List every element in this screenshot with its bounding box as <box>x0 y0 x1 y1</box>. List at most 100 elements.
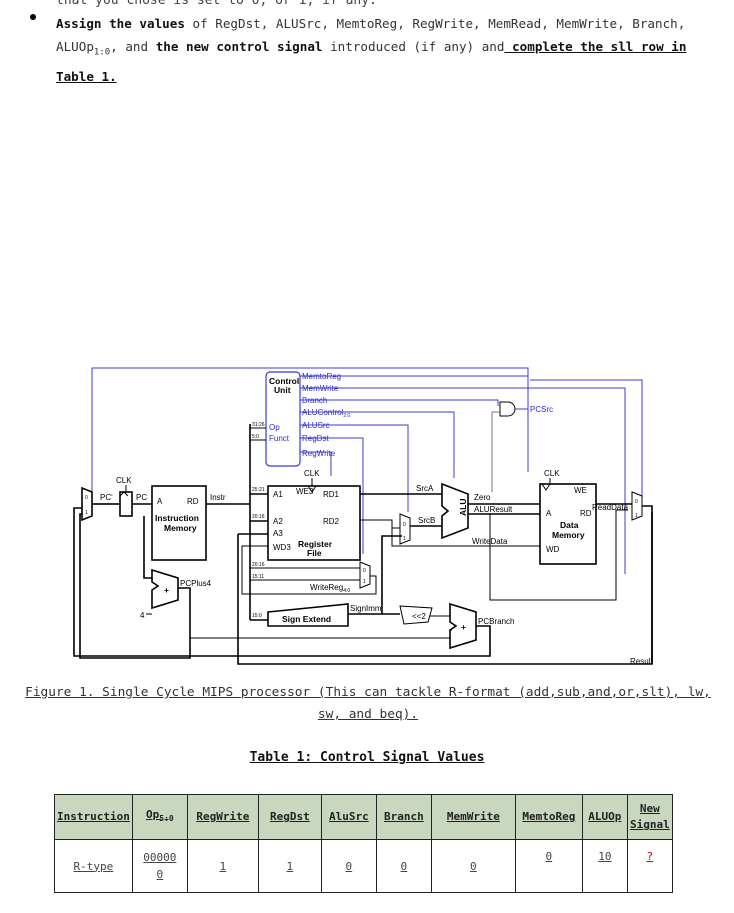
wr-mux-in0: 0 <box>363 568 366 574</box>
bits-15-11: 15:11 <box>252 574 264 580</box>
res-mux-in0: 0 <box>635 499 638 505</box>
control-unit-label-1: Control <box>269 376 299 386</box>
pcbranch-label: PCBranch <box>478 617 514 626</box>
th-op-sub: 5:0 <box>159 814 174 824</box>
im-rd: RD <box>187 497 199 506</box>
aluresult-label: ALUResult <box>474 505 513 514</box>
figure-caption: Figure 1. Single Cycle MIPS processor (T… <box>25 685 711 722</box>
th-alusrc: AluSrc <box>320 794 377 840</box>
dm-wd: WD <box>546 545 560 554</box>
register-file <box>267 485 361 561</box>
cell-new-signal: ? <box>626 839 673 893</box>
cell-op-line1: 00000 <box>143 851 177 864</box>
cell-alusrc-text: 0 <box>345 859 353 873</box>
table-title-text: Table 1: Control Signal Values <box>249 750 485 765</box>
th-branch: Branch <box>375 794 432 840</box>
srcb-mux-in1: 1 <box>403 536 406 542</box>
pcprime-label: PC' <box>100 493 113 502</box>
branch-adder-plus: + <box>461 622 466 632</box>
im-label-1: Instruction <box>155 513 199 523</box>
rf-rd1: RD1 <box>323 490 340 499</box>
alu-label: ALU <box>458 499 468 516</box>
th-aluop: ALUOp <box>581 794 628 840</box>
cell-regdst: 1 <box>257 839 322 893</box>
bits-15-0: 15:0 <box>252 613 262 619</box>
instr-part4: the new control signal <box>155 39 323 54</box>
control-unit <box>265 371 301 467</box>
cell-regwrite-text: 1 <box>219 859 227 873</box>
dm-label-1: Data <box>560 520 579 530</box>
pcplus4-label: PCPlus4 <box>180 579 212 588</box>
table-title: Table 1: Control Signal Values <box>0 750 734 765</box>
cell-regwrite: 1 <box>186 839 259 893</box>
funct-label: Funct <box>269 434 290 443</box>
writereg-text: WriteReg <box>310 583 343 592</box>
pc-adder <box>151 568 179 610</box>
clk-pc: CLK <box>116 476 132 485</box>
cell-alusrc: 0 <box>320 839 377 893</box>
im-label-2: Memory <box>164 523 197 533</box>
bits-31-26: 31:26 <box>252 422 265 428</box>
pc-label: PC <box>136 493 147 502</box>
bits-25-21: 25:21 <box>252 487 265 493</box>
dm-label-2: Memory <box>552 530 585 540</box>
regwrite-label: RegWrite <box>302 449 336 458</box>
alu-block <box>441 482 469 540</box>
intro-fragment: that you chose is set to 0, or 1, if any… <box>56 0 377 8</box>
cell-memwrite-text: 0 <box>470 859 477 873</box>
th-op: Op5:0 <box>131 794 188 840</box>
control-signal-table: Instruction Op5:0 RegWrite RegDst AluSrc… <box>54 794 673 893</box>
th-new-signal: New Signal <box>626 794 673 840</box>
sign-extend-label: Sign Extend <box>282 614 331 624</box>
rf-wd3: WD3 <box>273 543 291 552</box>
cell-regdst-text: 1 <box>286 859 294 873</box>
cell-instruction: R-type <box>54 839 133 893</box>
instr-part1: Assign the values <box>56 16 185 31</box>
pc-mux-in0: 0 <box>85 495 88 501</box>
instruction-paragraph: Assign the values of RegDst, ALUSrc, Mem… <box>56 12 726 88</box>
th-memwrite: MemWrite <box>430 794 516 840</box>
cell-memtoreg: 0 <box>514 839 583 893</box>
cell-op-line2: 0 <box>156 868 164 881</box>
srcb-label: SrcB <box>418 516 435 525</box>
cell-branch: 0 <box>375 839 432 893</box>
four-label: 4 <box>140 611 145 620</box>
data-memory <box>539 483 597 565</box>
dm-a: A <box>546 509 552 518</box>
dm-rd: RD <box>580 509 592 518</box>
clk-dm: CLK <box>544 469 560 478</box>
alucontrol-label: ALUControl2:0 <box>302 408 351 419</box>
cell-branch-text: 0 <box>400 859 408 873</box>
instr-part6: complete the sll row in Table 1. <box>56 39 687 84</box>
rf-a2: A2 <box>273 517 283 526</box>
th-op-text: Op <box>146 807 160 821</box>
branch-adder <box>449 602 477 650</box>
pcsrc-label: PCSrc <box>530 405 553 414</box>
srca-label: SrcA <box>416 484 434 493</box>
rf-a3: A3 <box>273 529 283 538</box>
rf-label-1: Register <box>298 539 333 549</box>
instr-part3: , and <box>110 39 156 54</box>
readdata-label: ReadData <box>592 503 629 512</box>
rf-a1: A1 <box>273 490 283 499</box>
th-instruction: Instruction <box>54 794 133 840</box>
table-header-row: Instruction Op5:0 RegWrite RegDst AluSrc… <box>54 794 673 840</box>
alucontrol-sub: 2:0 <box>343 413 350 419</box>
writereg-label: WriteReg4:0 <box>310 583 350 594</box>
bullet-icon <box>30 14 36 20</box>
dm-we: WE <box>574 486 587 495</box>
cell-memwrite: 0 <box>430 839 516 893</box>
th-memtoreg: MemtoReg <box>514 794 583 840</box>
cell-new-signal-text: ? <box>646 850 654 863</box>
cell-aluop: 10 <box>581 839 628 893</box>
pc-adder-plus: + <box>164 585 169 595</box>
rf-we3: WE3 <box>296 487 314 496</box>
instruction-memory <box>151 485 207 561</box>
res-mux-in1: 1 <box>635 513 638 519</box>
cell-aluop-text: 10 <box>598 850 612 863</box>
srcb-mux-in0: 0 <box>403 522 406 528</box>
bits-5-0: 5:0 <box>252 434 259 440</box>
rf-label-2: File <box>307 548 322 558</box>
